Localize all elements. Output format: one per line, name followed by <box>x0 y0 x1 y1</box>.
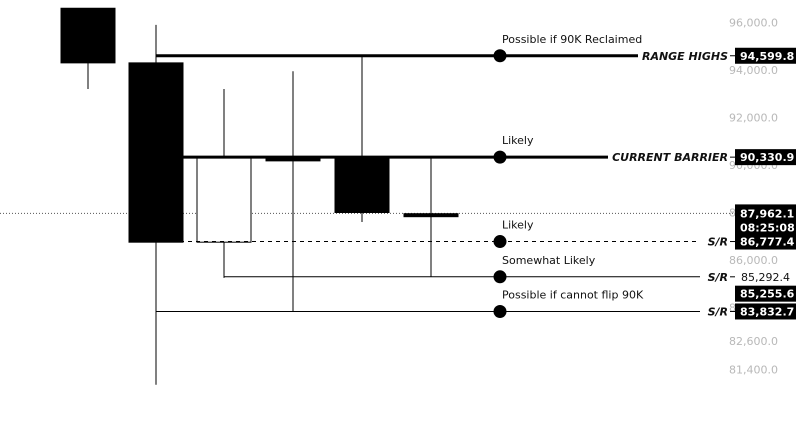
level-tag: S/R <box>708 305 728 318</box>
level-price-badge <box>735 303 796 320</box>
level-annotation: Somewhat Likely <box>502 254 596 267</box>
level-tag: S/R <box>708 271 728 284</box>
level-price-badge <box>735 233 796 250</box>
level-annotation: Likely <box>502 219 534 232</box>
level-tag: CURRENT BARRIER <box>612 151 728 164</box>
y-tick-label: 86,000.0 <box>729 254 778 267</box>
level-marker <box>493 270 507 284</box>
current-price-badge <box>735 204 796 236</box>
y-tick-label: 82,600.0 <box>729 335 778 348</box>
level-marker <box>493 49 507 63</box>
level-annotation: Likely <box>502 134 534 147</box>
candle-body <box>128 62 184 243</box>
y-tick-label: 96,000.0 <box>729 17 778 30</box>
candle-body <box>60 7 116 64</box>
level-price-label: 85,292.4 <box>741 271 790 284</box>
level-marker <box>493 235 507 249</box>
level-annotation: Possible if 90K Reclaimed <box>502 33 642 46</box>
level-marker <box>493 150 507 164</box>
level-marker <box>493 304 507 318</box>
candle-body <box>403 213 459 218</box>
level-price-label: 90,330.9 <box>740 151 794 164</box>
level-tag: RANGE HIGHS <box>642 50 728 63</box>
extra-price-badge <box>735 285 796 302</box>
level-price-label: 86,777.4 <box>740 236 795 249</box>
candle-body <box>334 157 390 213</box>
y-tick-label: 94,000.0 <box>729 64 778 77</box>
y-tick-label: 81,400.0 <box>729 363 778 376</box>
level-annotation: Possible if cannot flip 90K <box>502 288 644 301</box>
level-price-badge <box>735 47 796 64</box>
level-price-label: 94,599.8 <box>740 50 794 63</box>
y-tick-label: 92,000.0 <box>729 112 778 125</box>
candle-body <box>196 157 252 243</box>
current-price-label: 87,962.1 <box>740 207 794 220</box>
level-price-badge <box>735 149 796 166</box>
level-price-label: 83,832.7 <box>740 305 794 318</box>
countdown-label: 08:25:08 <box>740 221 795 234</box>
extra-price-label: 85,255.6 <box>740 288 795 301</box>
level-tag: S/R <box>708 236 728 249</box>
